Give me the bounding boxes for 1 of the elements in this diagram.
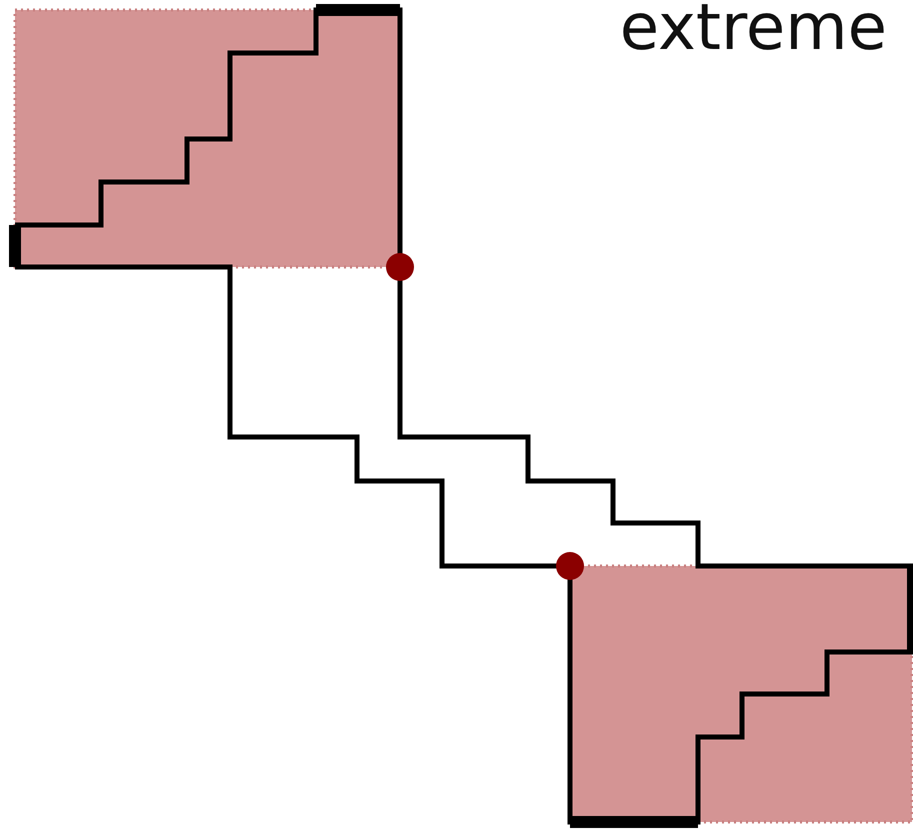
heading-text: extreme [620, 0, 887, 64]
